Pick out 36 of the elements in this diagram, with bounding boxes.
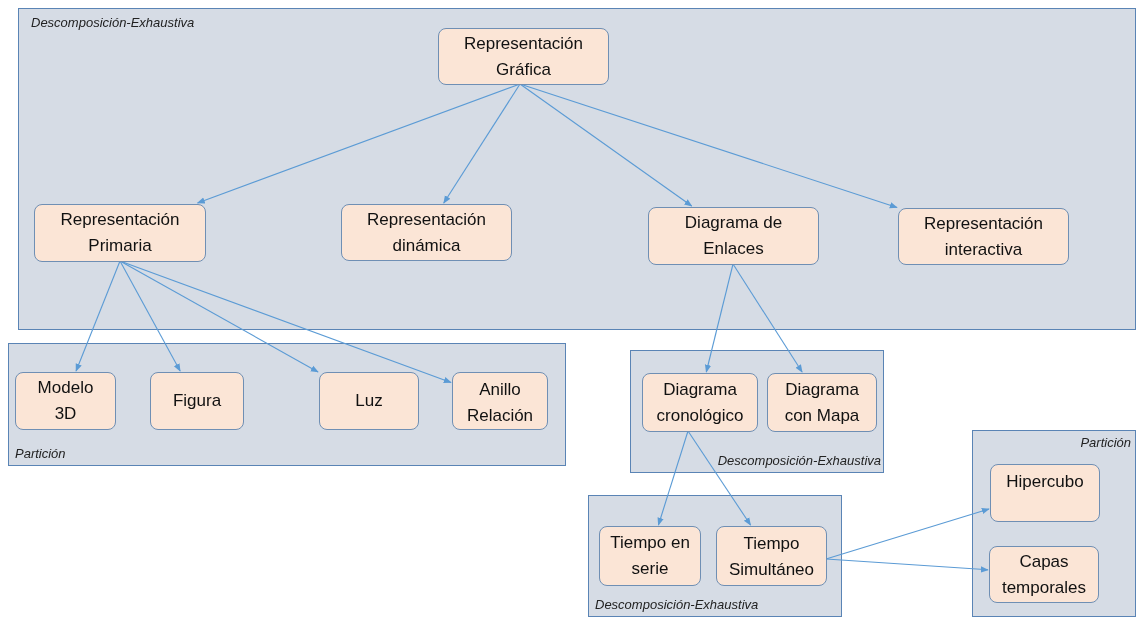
group-label: Partición [15, 444, 66, 463]
concept-box: Representación Primaria [34, 204, 206, 262]
arrow [119, 260, 181, 372]
arrow [825, 507, 990, 560]
group-label: Partición [1080, 434, 1131, 452]
arrow [443, 83, 521, 204]
arrow [825, 558, 989, 573]
concept-box: Diagrama de Enlaces [648, 207, 819, 265]
concept-box: Capas temporales [989, 546, 1099, 603]
concept-box: Tiempo Simultáneo [716, 526, 827, 586]
concept-box: Representación Gráfica [438, 28, 609, 85]
group-panel [630, 350, 884, 473]
group-panel [8, 343, 566, 466]
concept-box: Figura [150, 372, 244, 430]
concept-box: Anillo Relación [452, 372, 548, 430]
group-label: Descomposición-Exhaustiva [595, 595, 759, 614]
arrow [704, 263, 734, 373]
group-panel [18, 8, 1136, 330]
concept-box: Representación dinámica [341, 204, 512, 261]
concept-box: Diagrama cronológico [642, 373, 758, 432]
concept-box: Hipercubo [990, 464, 1100, 522]
group-panel [972, 430, 1136, 617]
group-label: Descomposición-Exhaustiva [31, 14, 195, 32]
group-label: Descomposición-Exhaustiva [717, 451, 881, 470]
concept-box: Diagrama con Mapa [767, 373, 877, 432]
arrow [732, 263, 803, 373]
arrow [687, 430, 752, 526]
arrow [657, 430, 689, 526]
concept-box: Modelo 3D [15, 372, 116, 430]
arrow [75, 260, 121, 372]
arrow [196, 83, 521, 204]
concept-box: Tiempo en serie [599, 526, 701, 586]
arrow [519, 83, 693, 207]
group-panel [588, 495, 842, 617]
concept-box: Luz [319, 372, 419, 430]
concept-box: Representación interactiva [898, 208, 1069, 265]
